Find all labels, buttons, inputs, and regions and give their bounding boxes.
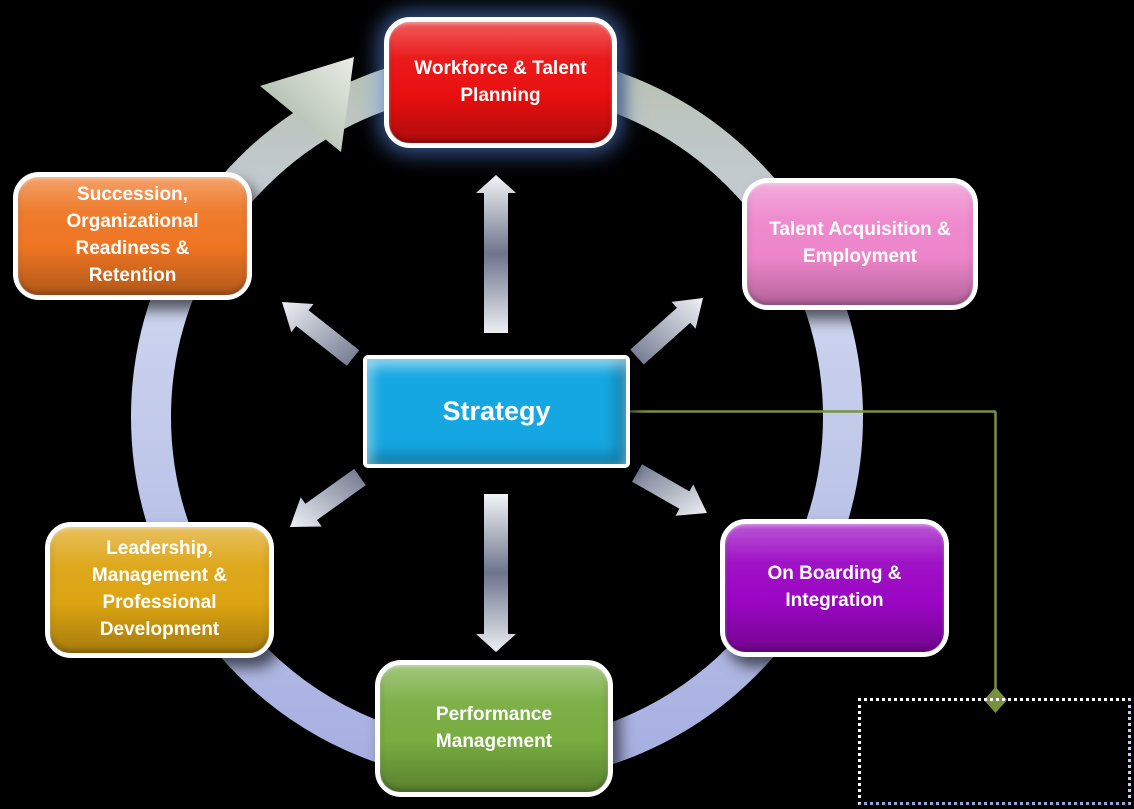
- node-label: Succession, Organizational Readiness & R…: [66, 184, 199, 286]
- radial-arrow-down-icon: [476, 494, 516, 652]
- node-workforce-talent-planning: Workforce & Talent Planning: [384, 17, 617, 148]
- radial-arrow-down-right-icon: [632, 464, 707, 516]
- radial-arrow-up-right-icon: [630, 298, 703, 365]
- cycle-ring-arrowhead-icon: [260, 57, 354, 152]
- center-node-label: Strategy: [442, 396, 551, 426]
- node-label: Talent Acquisition & Employment: [769, 219, 951, 267]
- node-performance-management: Performance Management: [375, 660, 613, 797]
- node-label: Performance Management: [435, 703, 553, 752]
- node-label: Leadership, Management & Professional De…: [91, 538, 228, 640]
- node-succession-readiness-retention: Succession, Organizational Readiness & R…: [13, 172, 252, 300]
- radial-arrow-down-left-icon: [290, 468, 366, 527]
- node-talent-acquisition-employment: Talent Acquisition & Employment: [742, 178, 978, 310]
- node-leadership-development: Leadership, Management & Professional De…: [45, 522, 274, 658]
- node-onboarding-integration: On Boarding & Integration: [720, 519, 949, 657]
- annotation-box: [858, 698, 1131, 805]
- radial-arrow-up-left-icon: [282, 302, 360, 366]
- node-label: Workforce & Talent Planning: [414, 57, 587, 106]
- node-label: On Boarding & Integration: [767, 563, 902, 611]
- center-node-strategy: Strategy: [363, 355, 630, 468]
- radial-arrow-up-icon: [476, 175, 516, 333]
